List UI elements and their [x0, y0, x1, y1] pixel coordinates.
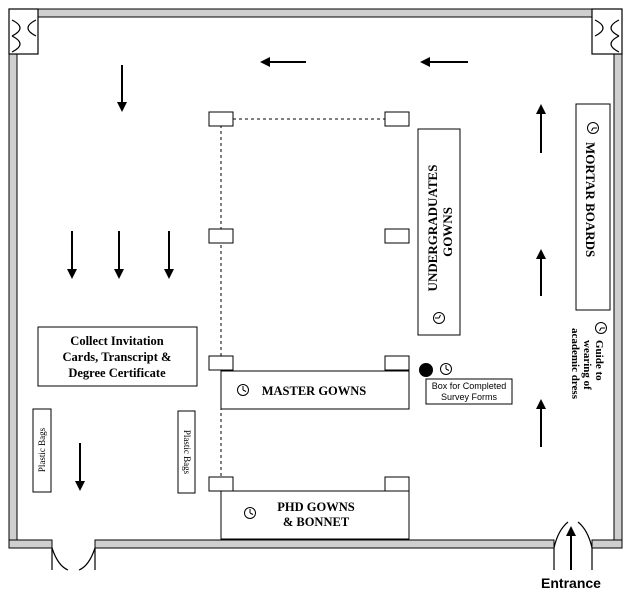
- door-top-left: [8, 8, 39, 55]
- table-small: [384, 111, 410, 127]
- mortar-boards-station: MORTAR BOARDS: [575, 103, 611, 311]
- undergraduates-line-1: UNDERGRADUATES: [425, 165, 440, 292]
- bottom-wall-right: [591, 539, 623, 549]
- door-top-right: [591, 8, 623, 55]
- table-small: [384, 355, 410, 371]
- top-wall: [37, 8, 593, 18]
- right-wall: [613, 53, 623, 549]
- collect-line-1: Collect Invitation: [70, 334, 163, 348]
- entrance-label: Entrance: [541, 575, 601, 591]
- clock-icon: [595, 322, 607, 334]
- mortar-boards-label: MORTAR BOARDS: [583, 142, 598, 257]
- door-entrance: [553, 521, 593, 570]
- room-walls: [8, 8, 623, 549]
- master-gowns-station: MASTER GOWNS: [220, 370, 410, 410]
- dress-guide-line-1: Guide to: [593, 340, 605, 381]
- clock-icon: [237, 384, 249, 396]
- clock-icon: [433, 312, 445, 324]
- dress-guide: Guide to wearing of academic dress: [569, 322, 607, 400]
- flow-arrows: [67, 57, 576, 570]
- phd-gowns-station: PHD GOWNS & BONNET: [220, 490, 410, 540]
- survey-box-station: Box for Completed Survey Forms: [419, 363, 513, 405]
- phd-gowns-line-1: PHD GOWNS: [277, 500, 354, 514]
- master-gowns-label: MASTER GOWNS: [262, 384, 367, 398]
- left-wall: [8, 53, 18, 549]
- clock-icon: [587, 122, 599, 134]
- door-bottom-left: [51, 547, 96, 571]
- table-small: [208, 355, 234, 371]
- survey-box-marker: [419, 363, 433, 377]
- plastic-bags-right-label: Plastic Bags: [182, 430, 192, 475]
- plastic-bags-left-label: Plastic Bags: [37, 427, 47, 472]
- undergraduates-line-2: GOWNS: [440, 207, 455, 257]
- table-small: [208, 228, 234, 244]
- bottom-wall-left: [8, 539, 53, 549]
- collect-station: Collect Invitation Cards, Transcript & D…: [37, 326, 198, 387]
- survey-box-line-2: Survey Forms: [441, 392, 498, 402]
- clock-icon: [244, 507, 256, 519]
- dress-guide-line-3: academic dress: [569, 328, 581, 400]
- dress-guide-line-2: wearing of: [581, 340, 593, 390]
- table-small: [208, 111, 234, 127]
- collect-line-3: Degree Certificate: [68, 366, 166, 380]
- phd-gowns-line-2: & BONNET: [283, 515, 350, 529]
- survey-box-line-1: Box for Completed: [432, 381, 507, 391]
- queue-boundary: [220, 118, 395, 530]
- small-tables: [208, 111, 410, 492]
- table-small: [384, 228, 410, 244]
- plastic-bags-left: Plastic Bags: [32, 408, 52, 493]
- clock-icon: [440, 363, 452, 375]
- table-small: [208, 476, 234, 492]
- collect-line-2: Cards, Transcript &: [63, 350, 172, 364]
- bottom-wall-middle: [94, 539, 555, 549]
- undergraduates-station: UNDERGRADUATES GOWNS: [417, 128, 461, 336]
- plastic-bags-right: Plastic Bags: [177, 410, 196, 494]
- table-small: [384, 476, 410, 492]
